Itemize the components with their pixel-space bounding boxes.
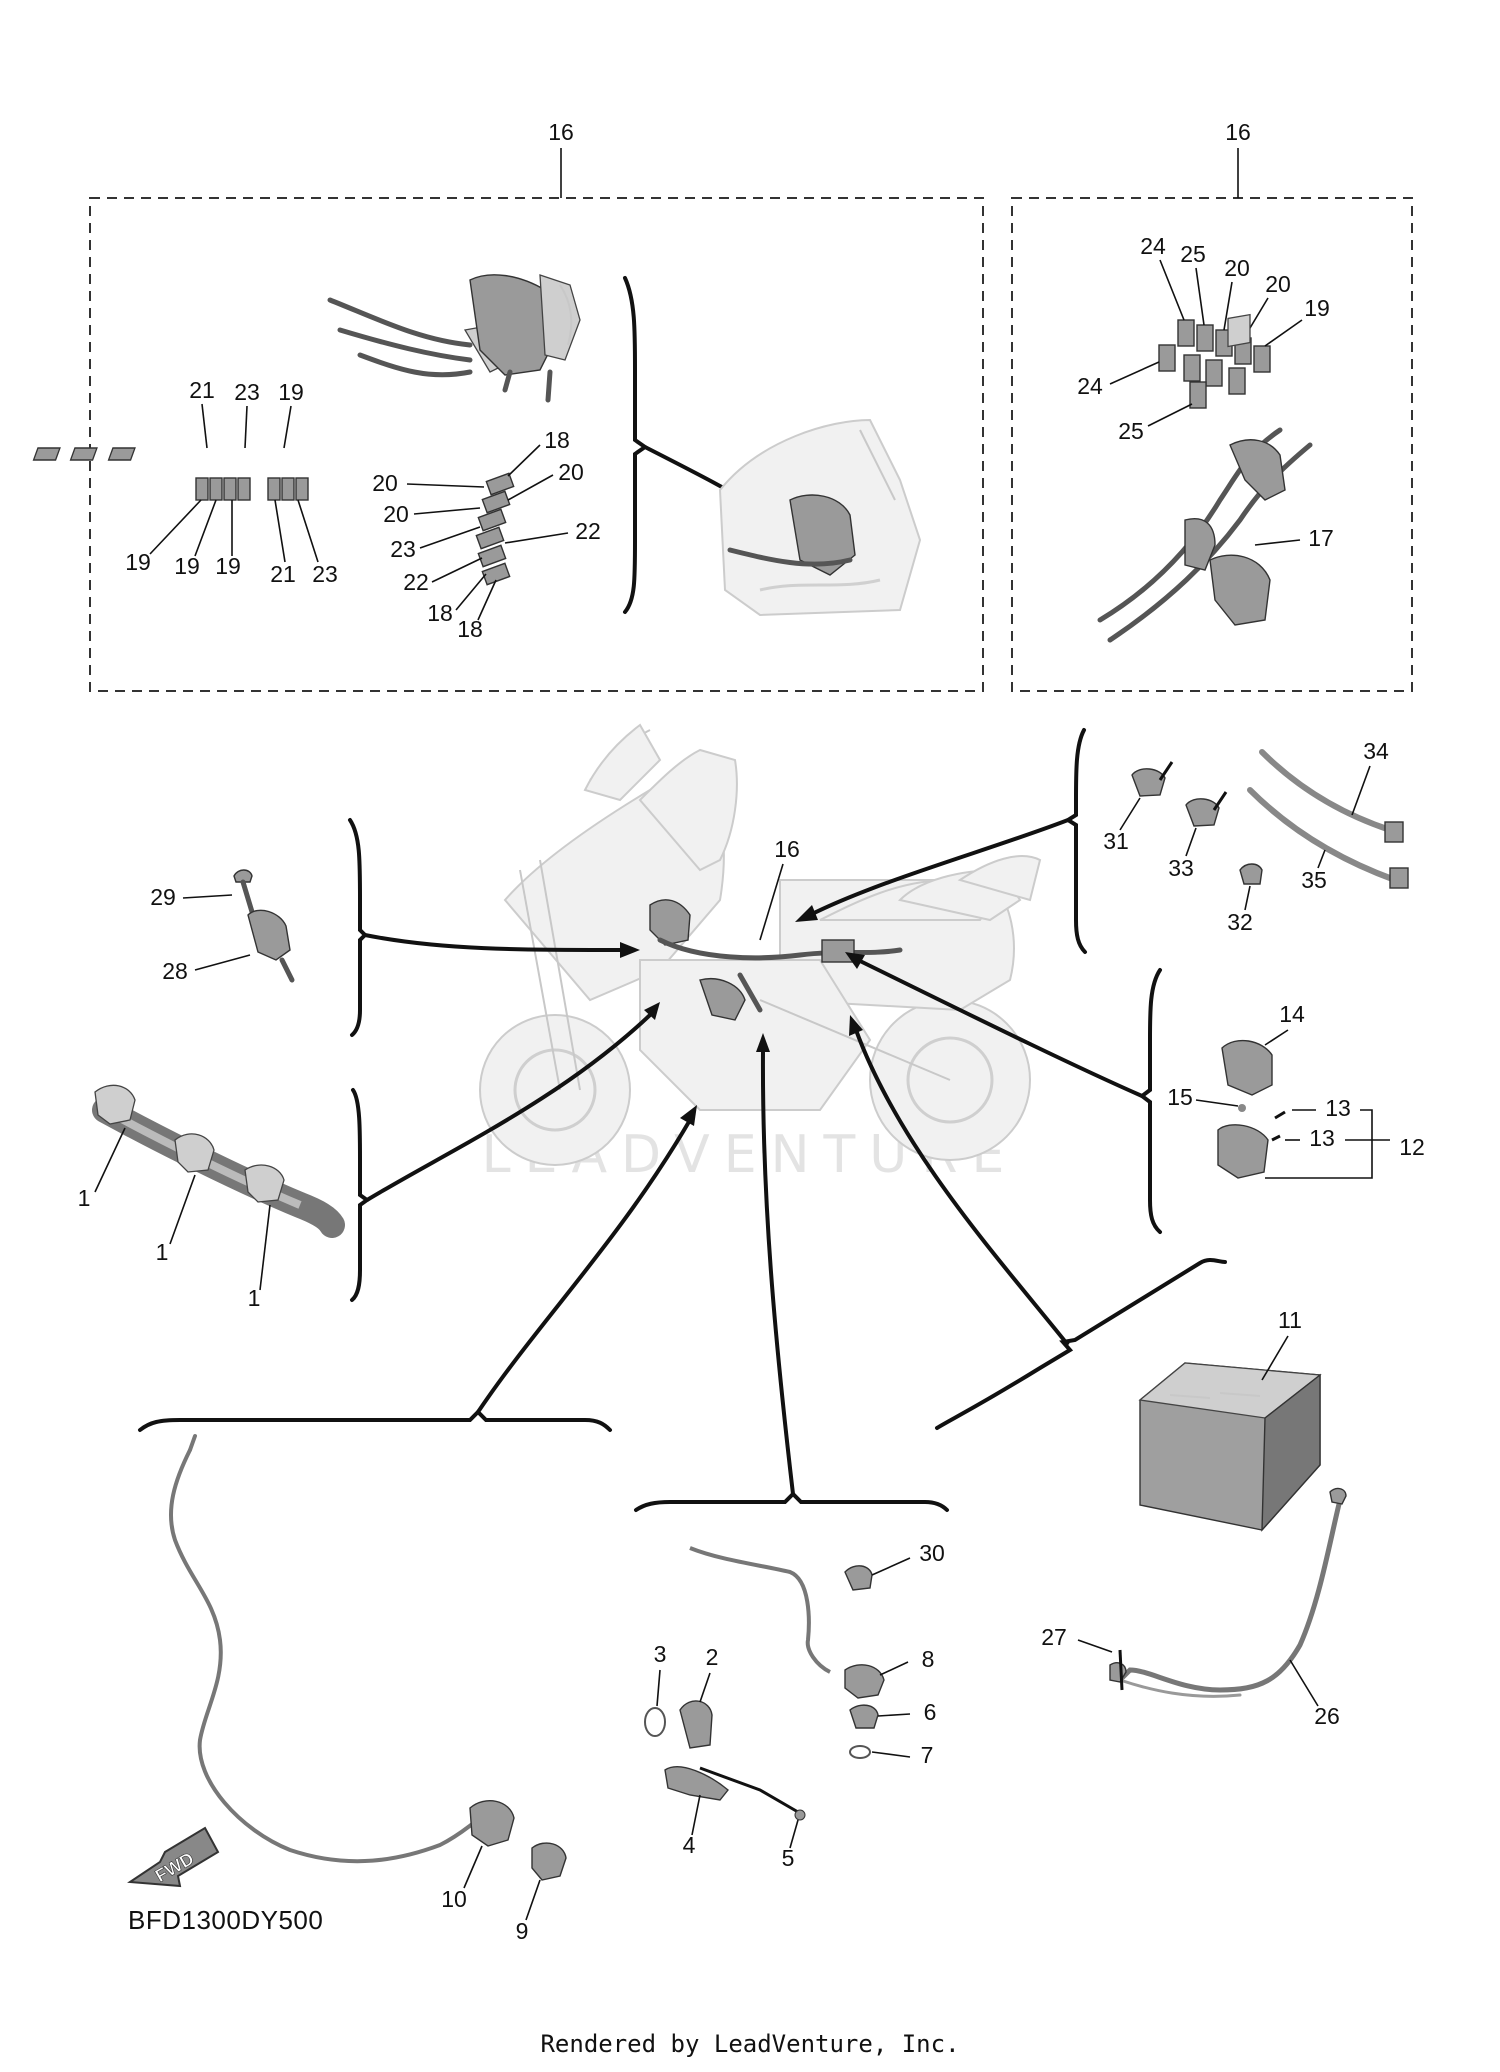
fuse-group-left — [32, 447, 309, 501]
fuse-group-middle — [475, 472, 515, 586]
callout-1-b: 1 — [156, 1239, 169, 1265]
bottom-callout-lines — [138, 1015, 1227, 1512]
callout-26: 26 — [1314, 1703, 1340, 1729]
callout-9: 9 — [516, 1918, 529, 1944]
callout-19-c: 19 — [215, 553, 241, 579]
callout-5: 5 — [782, 1845, 795, 1871]
callout-33: 33 — [1168, 855, 1194, 881]
sensor-cable-10: 10 9 — [168, 1434, 567, 1944]
callout-25-top: 25 — [1180, 241, 1206, 267]
callout-27: 27 — [1041, 1624, 1067, 1650]
callout-3: 3 — [654, 1641, 667, 1667]
callout-23-top: 23 — [234, 379, 260, 405]
callout-31: 31 — [1103, 828, 1129, 854]
callout-16-left: 16 — [548, 119, 574, 145]
callout-13-bottom: 13 — [1309, 1125, 1335, 1151]
callout-20-b: 20 — [383, 501, 409, 527]
callout-17: 17 — [1308, 525, 1334, 551]
sensor-group-center: 30 3 2 8 6 7 4 5 — [644, 1540, 945, 1871]
callout-6: 6 — [924, 1699, 937, 1725]
callout-22-right: 22 — [575, 518, 601, 544]
fuse-box-detail-left: 16 21 23 19 — [32, 119, 984, 692]
callout-21-bottom: 21 — [270, 561, 296, 587]
callout-22-left: 22 — [403, 569, 429, 595]
callout-35: 35 — [1301, 867, 1327, 893]
callout-12: 12 — [1399, 1134, 1425, 1160]
callout-19-top: 19 — [278, 379, 304, 405]
drawing-code: BFD1300DY500 — [128, 1905, 323, 1935]
callout-30: 30 — [919, 1540, 945, 1566]
callout-23-bottom: 23 — [312, 561, 338, 587]
callout-11: 11 — [1278, 1307, 1302, 1333]
callout-24-left: 24 — [1077, 373, 1103, 399]
callout-8: 8 — [922, 1646, 935, 1672]
callout-28: 28 — [162, 958, 188, 984]
callout-20-mid: 20 — [1265, 271, 1291, 297]
callout-13-top: 13 — [1325, 1095, 1351, 1121]
callout-18-top: 18 — [544, 427, 570, 453]
callout-21-top: 21 — [189, 377, 215, 403]
fuse-box-detail-right: 16 24 25 20 20 19 24 25 — [1011, 119, 1413, 692]
callout-29: 29 — [150, 884, 176, 910]
callout-32: 32 — [1227, 909, 1253, 935]
harness-connector-drawing — [327, 274, 581, 403]
callout-15: 15 — [1167, 1084, 1193, 1110]
callout-4: 4 — [683, 1832, 696, 1858]
callout-34: 34 — [1363, 738, 1389, 764]
bike-thumbnail-left — [718, 418, 922, 617]
callout-18-bottom: 18 — [457, 616, 483, 642]
battery-11: 11 — [1138, 1307, 1322, 1532]
callout-16-right: 16 — [1225, 119, 1251, 145]
callout-14: 14 — [1279, 1001, 1305, 1027]
fwd-arrow-icon: FWD — [127, 1826, 220, 1888]
callout-2: 2 — [706, 1644, 719, 1670]
sensor-detail-29-28: 29 28 — [150, 818, 640, 1037]
callout-1-c: 1 — [248, 1285, 261, 1311]
footer-credit: Rendered by LeadVenture, Inc. — [540, 2030, 959, 2058]
callout-19-b: 19 — [174, 553, 200, 579]
callout-1-a: 1 — [78, 1185, 91, 1211]
callout-24-top: 24 — [1140, 233, 1166, 259]
dashed-frame-right — [1011, 197, 1413, 692]
callout-16-bike: 16 — [774, 836, 800, 862]
dashed-frame-left — [89, 197, 984, 692]
callout-18-left: 18 — [427, 600, 453, 626]
motorcycle-overview — [479, 723, 1042, 1166]
callout-19-a: 19 — [125, 549, 151, 575]
band-detail-31-35: 34 31 33 32 35 — [795, 728, 1409, 954]
callout-25-bottom: 25 — [1118, 418, 1144, 444]
clamp-detail-1: 1 1 1 — [78, 1002, 660, 1311]
fuse-cluster-right — [1158, 319, 1271, 409]
callout-20-top: 20 — [1224, 255, 1250, 281]
callout-10: 10 — [441, 1886, 467, 1912]
callout-23-mid: 23 — [390, 536, 416, 562]
callout-20-right: 20 — [558, 459, 584, 485]
callout-19-right: 19 — [1304, 295, 1330, 321]
relay-detail-12-15: 14 15 13 13 12 — [845, 952, 1425, 1234]
callout-7: 7 — [921, 1742, 934, 1768]
fuse-box-harness-right — [1097, 313, 1313, 643]
battery-cable-26: 27 26 — [1041, 1487, 1347, 1729]
callout-20-a: 20 — [372, 470, 398, 496]
